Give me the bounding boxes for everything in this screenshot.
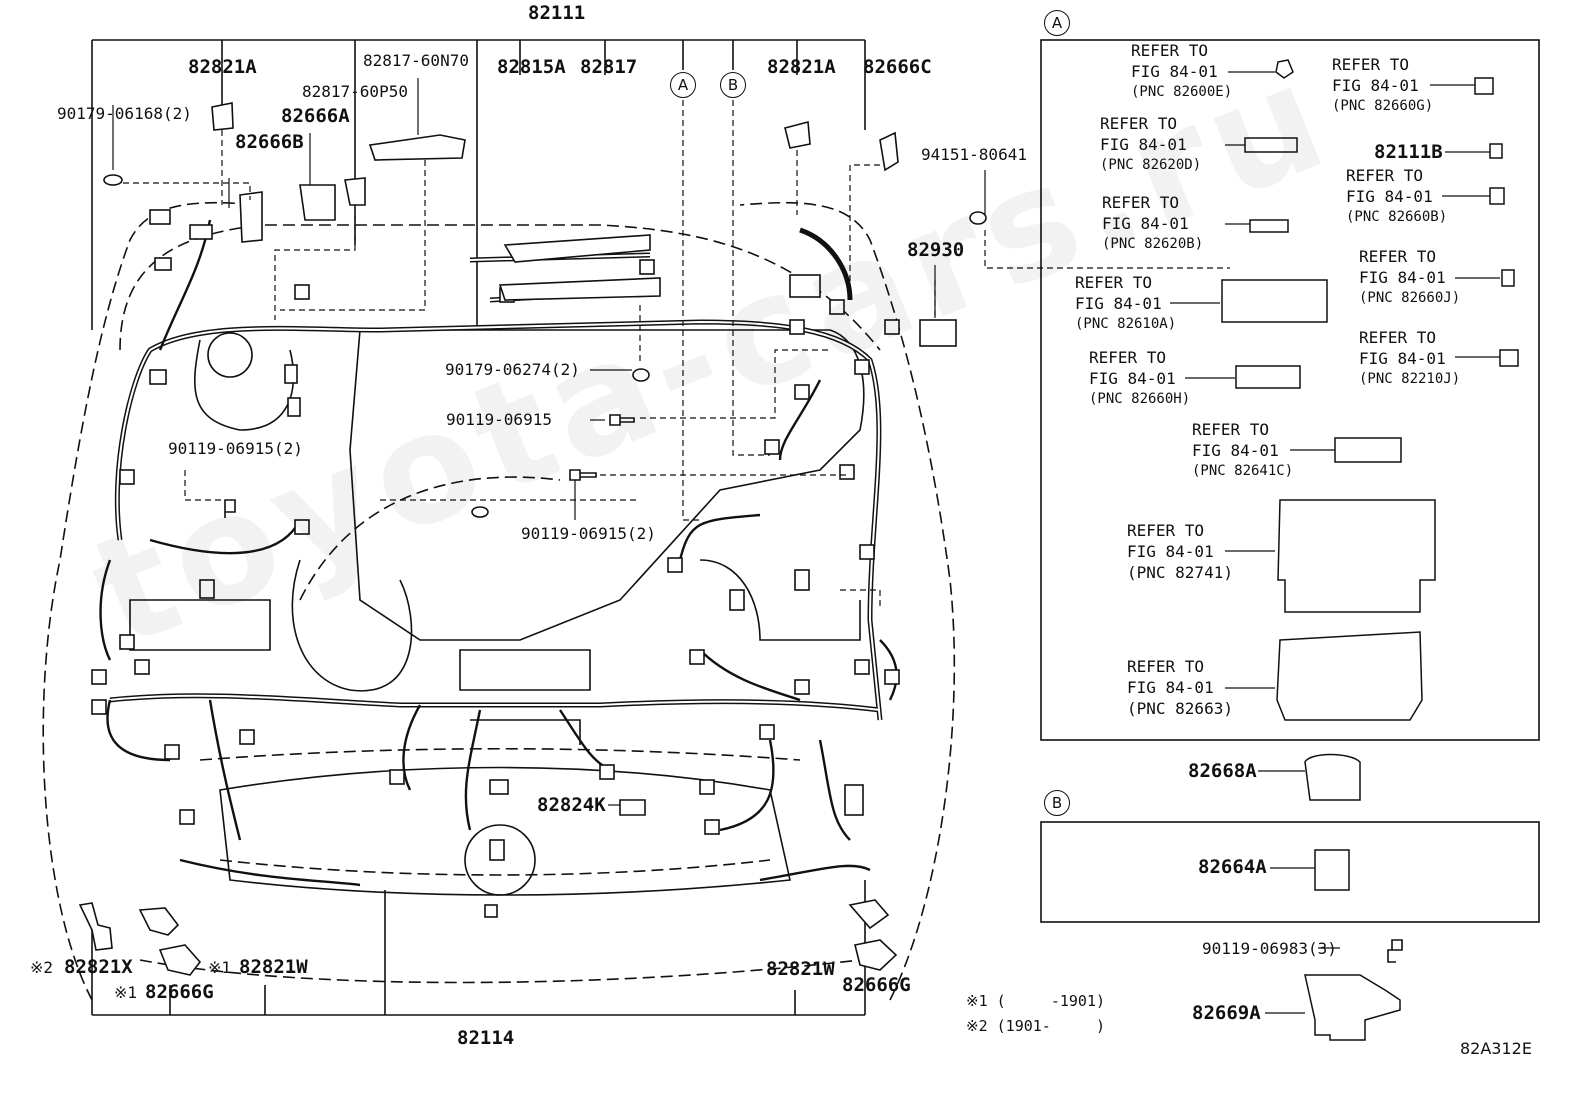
leader-lines (113, 100, 1230, 610)
label-82114: 82114 (457, 1027, 515, 1049)
callout-b-box: B (1044, 790, 1070, 816)
label-82668a: 82668A (1188, 760, 1257, 782)
label-94151-80641: 94151-80641 (921, 145, 1027, 164)
figure-id: 82A312E (1460, 1039, 1532, 1058)
label-82817-60n70: 82817-60N70 (363, 51, 469, 70)
mark-x1-a: ※1 (208, 958, 232, 977)
detail-box-b (1040, 821, 1540, 923)
label-82821a-right: 82821A (767, 56, 836, 78)
label-bolt-90179-06168: 90179-06168(2) (57, 104, 192, 123)
label-82666a: 82666A (281, 105, 350, 127)
vehicle-outline (42, 201, 956, 1001)
note-1: ※1 ( -1901) (966, 992, 1105, 1010)
label-bolt-90179-06274: 90179-06274(2) (445, 360, 580, 379)
label-82817: 82817 (580, 56, 638, 78)
label-bolt-90119-06915: 90119-06915 (446, 410, 552, 429)
label-bolt-90119-06915-2b: 90119-06915(2) (521, 524, 656, 543)
label-82669a: 82669A (1192, 1002, 1261, 1024)
top-part-drawings (211, 102, 899, 301)
label-82821x: 82821X (64, 956, 133, 978)
solid-leaders (112, 71, 1500, 1014)
note-2: ※2 (1901- ) (966, 1017, 1105, 1035)
label-82821a-left: 82821A (188, 56, 257, 78)
box-a-parts (1221, 59, 1519, 1041)
bottom-part-drawings (78, 799, 898, 976)
callout-a-main: A (670, 72, 696, 98)
label-82664a: 82664A (1198, 856, 1267, 878)
branch-wires (99, 219, 898, 887)
bolts (103, 174, 1403, 963)
harness-bracket-top (91, 39, 866, 330)
label-82824k: 82824K (537, 794, 606, 816)
callout-b-main: B (720, 72, 746, 98)
label-bolt-90119-06983: 90119-06983(3) (1202, 939, 1337, 958)
label-82111: 82111 (528, 2, 586, 24)
label-82111b: 82111B (1374, 141, 1443, 163)
mark-x1-b: ※1 (114, 983, 138, 1002)
detail-box-a (1040, 39, 1540, 741)
label-82817-60p50: 82817-60P50 (302, 82, 408, 101)
engine-block (129, 329, 865, 896)
label-82666g-right: 82666G (842, 974, 911, 996)
label-82815a: 82815A (497, 56, 566, 78)
label-bolt-90119-06915-2a: 90119-06915(2) (168, 439, 303, 458)
label-82666b: 82666B (235, 131, 304, 153)
label-82666g-left: 82666G (145, 981, 214, 1003)
connectors (91, 209, 957, 918)
callout-a-box: A (1044, 10, 1070, 36)
label-82821w-right: 82821W (766, 958, 835, 980)
label-82666c: 82666C (863, 56, 932, 78)
label-82930: 82930 (907, 239, 965, 261)
label-82821w-left: 82821W (239, 956, 308, 978)
mark-x2: ※2 (30, 958, 54, 977)
